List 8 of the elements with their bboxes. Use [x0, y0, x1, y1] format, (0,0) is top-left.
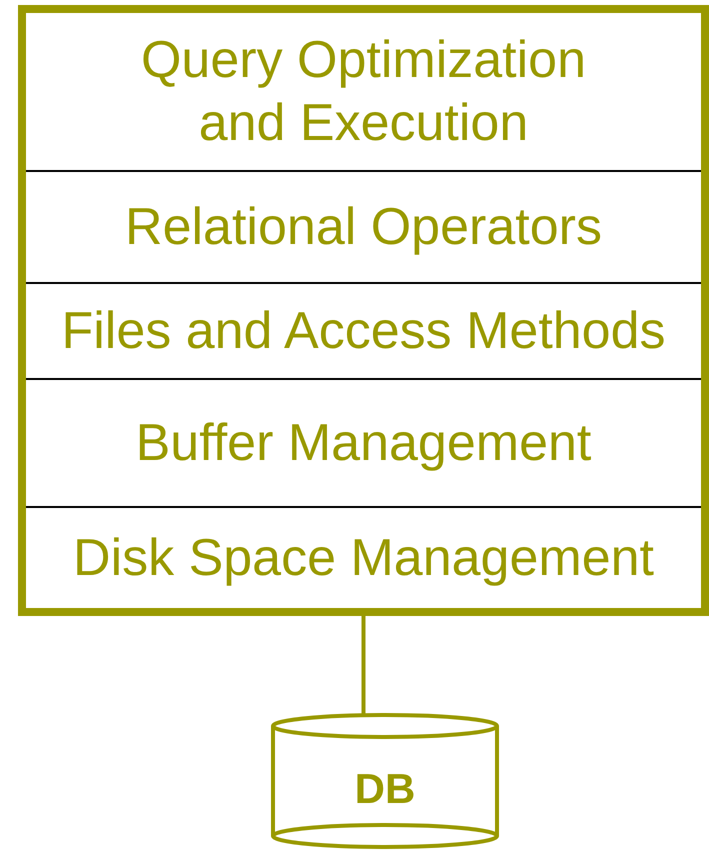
stack-frame [18, 5, 709, 616]
layer-label: Files and Access Methods [60, 300, 667, 362]
layer-label: Disk Space Management [72, 528, 655, 589]
connector-line [362, 616, 366, 715]
database-label: DB [354, 765, 416, 813]
layer-label: Relational Operators [124, 196, 603, 258]
layer-label: Query Optimization and Execution [140, 30, 588, 154]
layer-label: Buffer Management [134, 412, 592, 474]
